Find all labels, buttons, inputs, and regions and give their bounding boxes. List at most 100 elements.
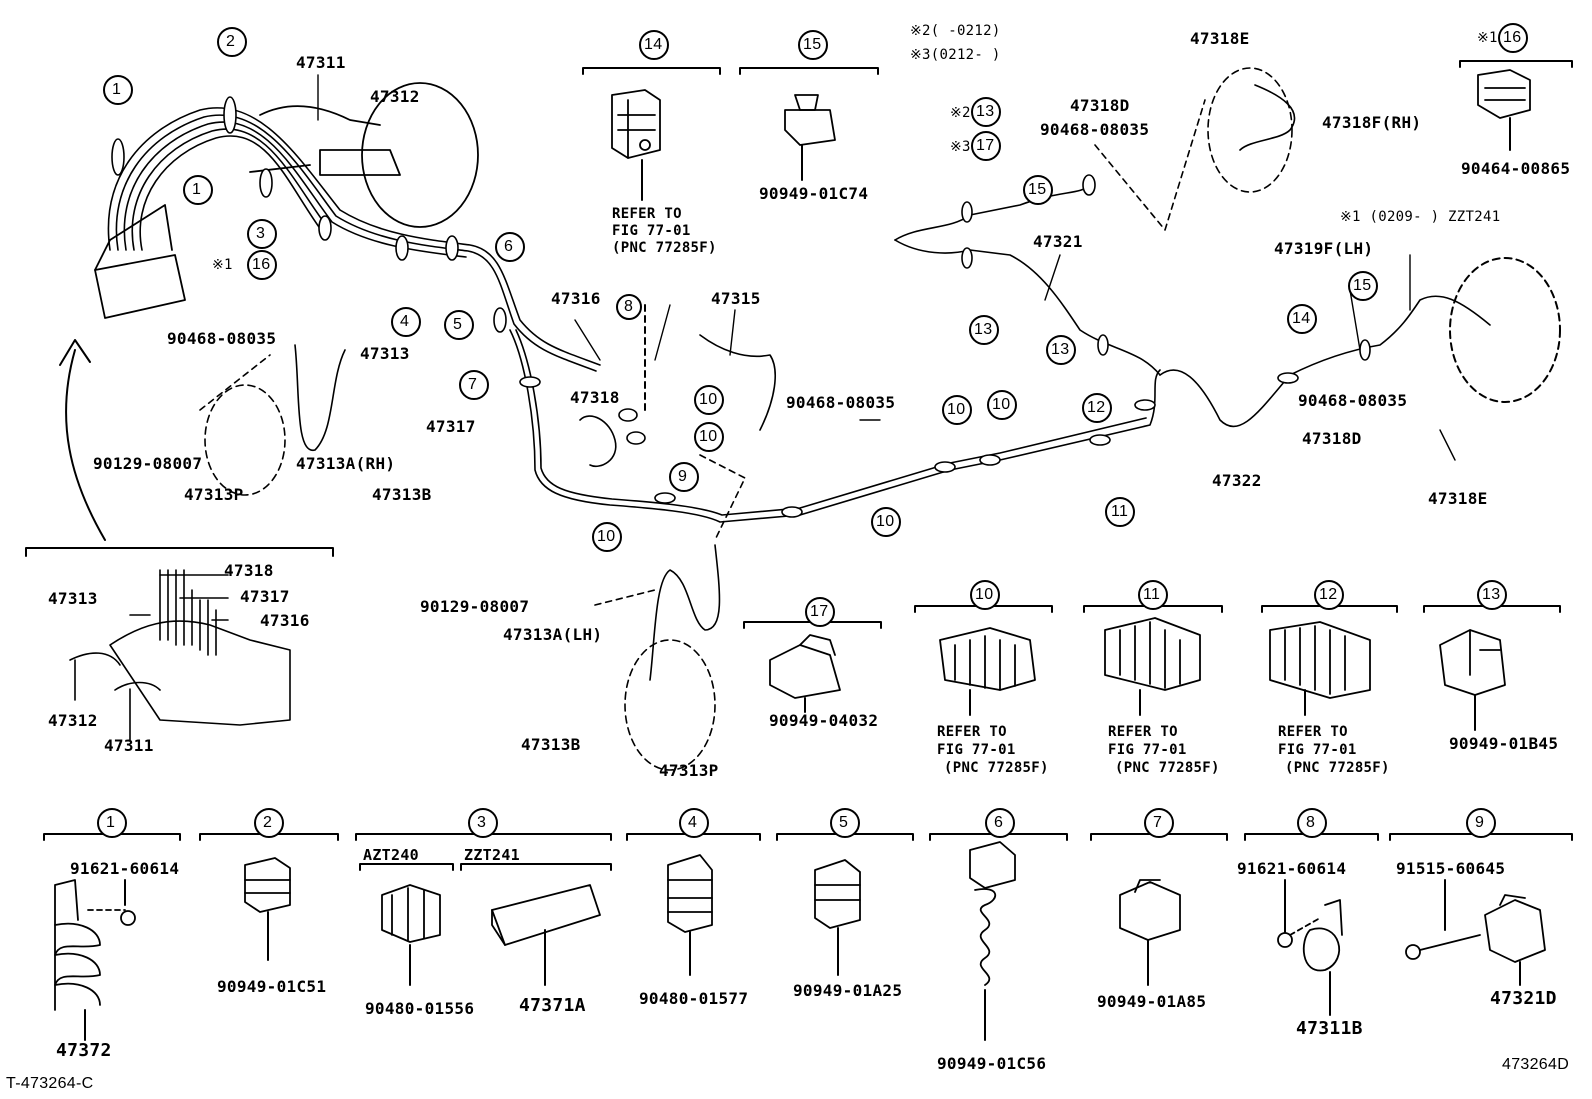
bracket-16-top — [1459, 60, 1573, 68]
inset-arrow — [65, 349, 106, 541]
clip-b9-sketch — [1405, 894, 1546, 963]
refer-12-line1: REFER TO — [1278, 724, 1348, 740]
label-47321: 47321 — [1033, 232, 1083, 251]
callout-16-b: 16 — [1503, 29, 1522, 46]
label-47316-inset: 47316 — [260, 611, 310, 630]
note-range-2: ※2( -0212) — [910, 23, 1001, 39]
callout-10-g: 10 — [975, 586, 994, 603]
label-azt240: AZT240 — [363, 846, 419, 864]
label-47316-top: 47316 — [551, 289, 601, 308]
label-90949-01B45: 90949-01B45 — [1449, 734, 1559, 753]
flex-hose-47318F-rh — [1094, 67, 1296, 231]
label-47313A-lh: 47313A(LH) — [503, 625, 603, 644]
clip-b6-sketch — [969, 841, 1016, 986]
callout-12-b: 12 — [1319, 586, 1338, 603]
brake-tube-47315 — [699, 334, 776, 431]
label-90468-08035-c: 90468-08035 — [1040, 120, 1150, 139]
bracket-14 — [582, 67, 721, 75]
refer-14-line3: (PNC 77285F) — [612, 240, 717, 256]
label-47313P-b: 47313P — [659, 761, 719, 780]
refer-12-line3: (PNC 77285F) — [1285, 760, 1390, 776]
bracket-azt240 — [359, 863, 454, 871]
callout-8-a: 8 — [624, 298, 634, 315]
refer-10-line2: FIG 77-01 — [937, 742, 1016, 758]
callout-10-b: 10 — [699, 428, 718, 445]
refer-14-line2: FIG 77-01 — [612, 223, 691, 239]
label-47313B-b: 47313B — [521, 735, 581, 754]
figure-code: 473264D — [1502, 1056, 1570, 1073]
callout-11-a: 11 — [1111, 503, 1129, 520]
callout-circles — [97, 23, 1528, 838]
label-90949-01C51: 90949-01C51 — [217, 977, 327, 996]
clip-17-sketch — [769, 634, 841, 699]
callout-12-a: 12 — [1087, 399, 1106, 416]
label-47371A: 47371A — [519, 995, 586, 1016]
clip-14-sketch — [611, 89, 661, 159]
label-91515-60645: 91515-60645 — [1396, 859, 1506, 878]
callout-10-c: 10 — [597, 528, 616, 545]
brake-tube-47318 — [579, 415, 617, 467]
label-zzt241: ZZT241 — [464, 846, 520, 864]
clip-b3a-sketch — [381, 884, 441, 943]
clip-16-sketch — [1477, 69, 1531, 119]
label-90949-01C56: 90949-01C56 — [937, 1054, 1047, 1073]
callout-14-b: 14 — [644, 36, 663, 53]
label-47312-top: 47312 — [370, 87, 420, 106]
brake-tube-bundle — [107, 107, 601, 372]
flex-hose-47313A-rh — [199, 344, 346, 496]
callout-9-a: 9 — [678, 468, 688, 485]
callout-10-d: 10 — [876, 513, 895, 530]
callout-17-a: 17 — [976, 137, 995, 154]
refer-12-line2: FIG 77-01 — [1278, 742, 1357, 758]
label-90480-01577: 90480-01577 — [639, 989, 749, 1008]
label-47318E-top: 47318E — [1190, 29, 1250, 48]
callout-9-b: 9 — [1475, 814, 1485, 831]
tube-clips — [111, 96, 1371, 518]
label-90468-08035-a: 90468-08035 — [167, 329, 277, 348]
callout-3-a: 3 — [256, 225, 266, 242]
clip-13-sketch — [1439, 629, 1506, 696]
callout-4-b: 4 — [688, 814, 698, 831]
diagram-id: T-473264-C — [6, 1075, 94, 1092]
callout-14-a: 14 — [1292, 310, 1311, 327]
label-90949-04032: 90949-04032 — [769, 711, 879, 730]
refer-11-line2: FIG 77-01 — [1108, 742, 1187, 758]
label-47319F-lh: 47319F(LH) — [1274, 239, 1374, 258]
label-47318F-rh: 47318F(RH) — [1322, 113, 1422, 132]
label-90129-08007-b: 90129-08007 — [420, 597, 530, 616]
callout-7-b: 7 — [1153, 814, 1163, 831]
brake-booster — [249, 82, 479, 228]
callout-11-b: 11 — [1143, 586, 1161, 603]
label-47313P-a: 47313P — [184, 485, 244, 504]
label-47311-inset: 47311 — [104, 736, 154, 755]
callout-8-b: 8 — [1306, 814, 1316, 831]
brake-tube-47321 — [894, 184, 1161, 376]
note-marker-1-a: ※1 — [212, 257, 233, 273]
label-47317-top: 47317 — [426, 417, 476, 436]
label-47318D-top: 47318D — [1070, 96, 1130, 115]
note-range-1: ※1 (0209- ) ZZT241 — [1340, 209, 1501, 225]
callout-4-a: 4 — [400, 313, 410, 330]
callout-6-a: 6 — [504, 238, 514, 255]
note-marker-1-b: ※1 — [1477, 30, 1498, 46]
callout-3-b: 3 — [477, 814, 487, 831]
note-marker-3: ※3 — [950, 139, 971, 155]
label-47322: 47322 — [1212, 471, 1262, 490]
callout-17-b: 17 — [810, 603, 829, 620]
bracket-zzt241 — [460, 863, 612, 871]
label-47318D-right: 47318D — [1302, 429, 1362, 448]
label-47313A-rh: 47313A(RH) — [296, 454, 396, 473]
refer-11-line3: (PNC 77285F) — [1115, 760, 1220, 776]
bracket-15 — [739, 67, 879, 75]
label-47318-inset: 47318 — [224, 561, 274, 580]
clip-15-sketch — [784, 94, 836, 146]
callout-13-c: 13 — [976, 103, 995, 120]
clip-10-sketch — [939, 627, 1036, 691]
callout-1-b: 1 — [192, 181, 202, 198]
clip-b2-sketch — [244, 857, 291, 913]
abs-actuator — [94, 204, 186, 319]
label-47317-inset: 47317 — [240, 587, 290, 606]
bracket-inset — [25, 547, 334, 557]
label-90129-08007-a: 90129-08007 — [93, 454, 203, 473]
